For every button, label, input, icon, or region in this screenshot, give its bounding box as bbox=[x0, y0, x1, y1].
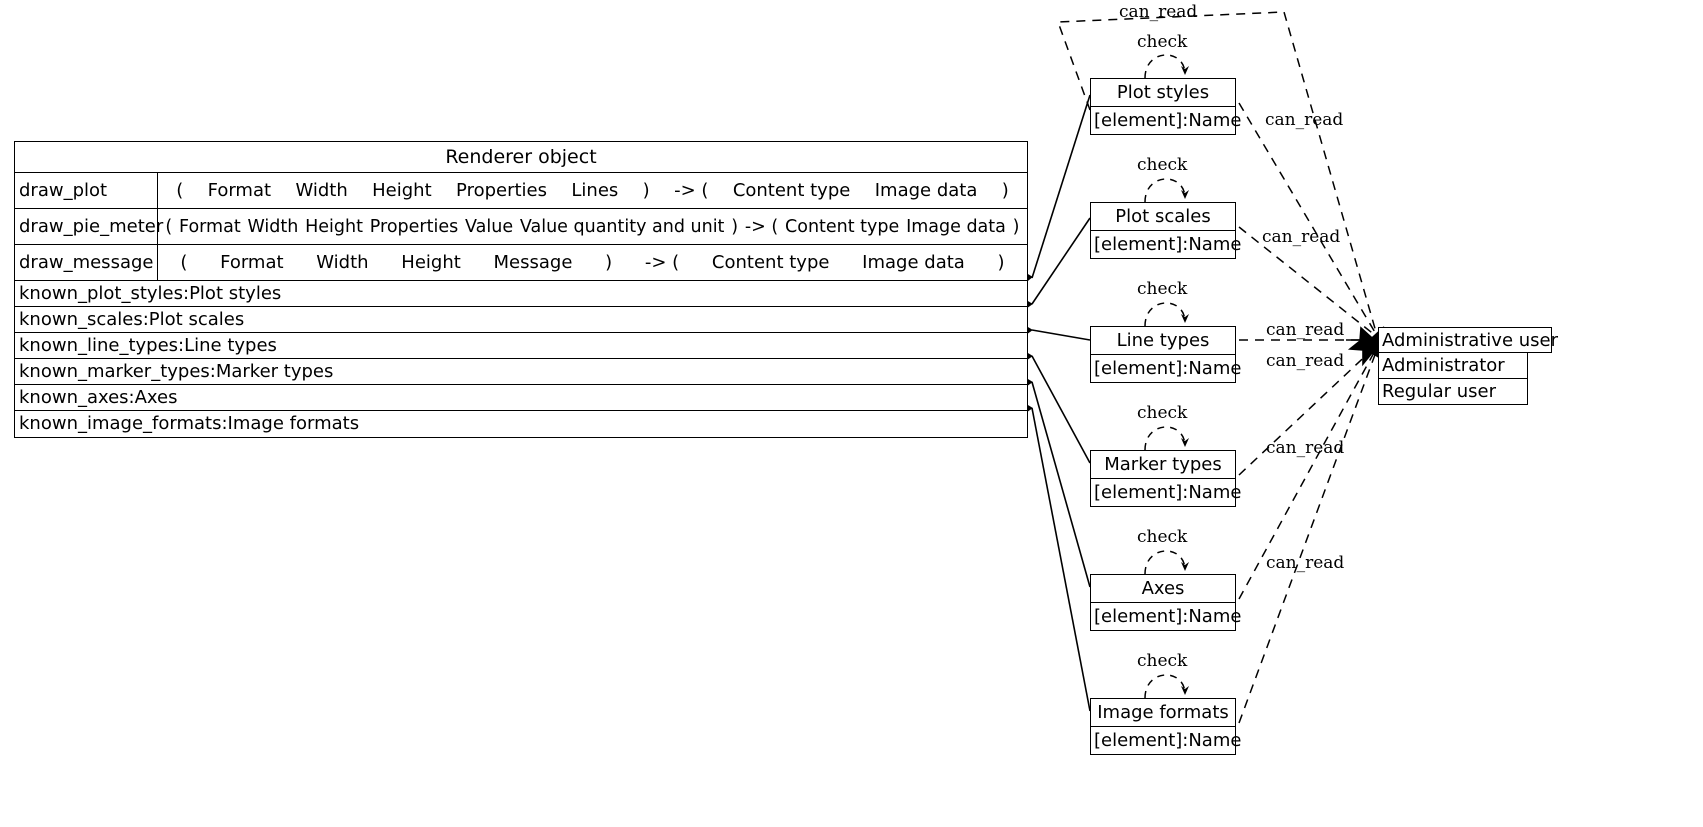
edge-label-can-read: can_read bbox=[1266, 553, 1345, 573]
attribute-row: known_scales:Plot scales bbox=[15, 307, 1027, 333]
edge-label-can-read: can_read bbox=[1262, 227, 1341, 247]
param: ( bbox=[176, 180, 184, 201]
edge-label-can-read: can_read bbox=[1266, 320, 1345, 340]
return-value: ) bbox=[1001, 180, 1009, 201]
edge-label-can-read: can_read bbox=[1265, 110, 1344, 130]
element-box-plot-scales: Plot scales [element]:Name bbox=[1090, 202, 1242, 259]
method-name: draw_pie_meter bbox=[15, 209, 163, 244]
param: Width bbox=[316, 252, 369, 273]
element-title: Line types bbox=[1091, 327, 1235, 355]
return-arrow: -> ( bbox=[644, 252, 680, 273]
element-attribute: [element]:Name bbox=[1094, 730, 1242, 751]
element-title: Image formats bbox=[1091, 699, 1235, 727]
return-value: ) bbox=[997, 252, 1005, 273]
element-box-line-types: Line types [element]:Name bbox=[1090, 326, 1242, 383]
return-value: Content type bbox=[732, 180, 851, 201]
method-signature: ( Format Width Height Properties Value V… bbox=[158, 209, 1027, 244]
edge-label-can-read: can_read bbox=[1266, 438, 1345, 458]
attribute-row: known_axes:Axes bbox=[15, 385, 1027, 411]
return-value: Image data bbox=[906, 216, 1006, 237]
return-arrow: -> ( bbox=[674, 180, 709, 201]
param: Value bbox=[465, 216, 514, 237]
param: Width bbox=[247, 216, 299, 237]
element-attribute: [element]:Name bbox=[1094, 358, 1242, 379]
element-box-image-formats: Image formats [element]:Name bbox=[1090, 698, 1242, 755]
param: Message bbox=[493, 252, 573, 273]
param: Width bbox=[295, 180, 348, 201]
param: Height bbox=[305, 216, 363, 237]
renderer-class-box: Renderer object draw_plot ( Format Width… bbox=[14, 141, 1028, 438]
edge-label-check: check bbox=[1137, 403, 1188, 423]
element-box-plot-styles: Plot styles [element]:Name bbox=[1090, 78, 1242, 135]
attribute-row: known_image_formats:Image formats bbox=[19, 413, 360, 434]
method-name: draw_plot bbox=[15, 173, 158, 208]
param: Lines bbox=[571, 180, 619, 201]
element-box-marker-types: Marker types [element]:Name bbox=[1090, 450, 1242, 507]
edge-label-can-read: can_read bbox=[1266, 351, 1345, 371]
param: Format bbox=[179, 216, 241, 237]
edge-label-check: check bbox=[1137, 527, 1188, 547]
method-signature: ( Format Width Height Message ) -> ( Con… bbox=[158, 245, 1027, 280]
param: Height bbox=[372, 180, 432, 201]
param: ( bbox=[180, 252, 188, 273]
param: ) bbox=[605, 252, 613, 273]
user-title: Administrative user bbox=[1378, 327, 1558, 353]
element-title: Plot scales bbox=[1091, 203, 1235, 231]
element-title: Marker types bbox=[1091, 451, 1235, 479]
param: Value quantity and unit bbox=[519, 216, 725, 237]
administrative-user-box: Administrative user Administrator Regula… bbox=[1378, 327, 1558, 405]
edge-label-check: check bbox=[1137, 651, 1188, 671]
user-role-administrator: Administrator bbox=[1378, 353, 1528, 379]
renderer-title: Renderer object bbox=[15, 142, 1027, 173]
element-attribute: [element]:Name bbox=[1094, 482, 1242, 503]
return-value: Content type bbox=[785, 216, 900, 237]
method-name: draw_message bbox=[15, 245, 158, 280]
edge-label-check: check bbox=[1137, 279, 1188, 299]
param: ) bbox=[731, 216, 739, 237]
param: ( bbox=[165, 216, 173, 237]
attribute-row: known_marker_types:Marker types bbox=[15, 359, 1027, 385]
param: Height bbox=[401, 252, 461, 273]
edge-label-can-read: can_read bbox=[1119, 2, 1198, 22]
element-box-axes: Axes [element]:Name bbox=[1090, 574, 1242, 631]
attribute-row: known_plot_styles:Plot styles bbox=[15, 281, 1027, 307]
element-title: Axes bbox=[1091, 575, 1235, 603]
edge-label-check: check bbox=[1137, 32, 1188, 52]
method-row-draw-plot: draw_plot ( Format Width Height Properti… bbox=[15, 173, 1027, 209]
element-attribute: [element]:Name bbox=[1094, 110, 1242, 131]
edge-label-check: check bbox=[1137, 155, 1188, 175]
element-attribute: [element]:Name bbox=[1094, 234, 1242, 255]
element-title: Plot styles bbox=[1091, 79, 1235, 107]
method-row-draw-pie-meter: draw_pie_meter ( Format Width Height Pro… bbox=[15, 209, 1027, 245]
return-value: Image data bbox=[874, 180, 978, 201]
return-value: Content type bbox=[711, 252, 830, 273]
param: Properties bbox=[369, 216, 459, 237]
param: Properties bbox=[456, 180, 547, 201]
return-arrow: -> ( bbox=[744, 216, 779, 237]
param: Format bbox=[220, 252, 284, 273]
return-value: Image data bbox=[862, 252, 965, 273]
method-signature: ( Format Width Height Properties Lines )… bbox=[158, 173, 1027, 208]
return-value: ) bbox=[1012, 216, 1020, 237]
param: Format bbox=[207, 180, 272, 201]
element-attribute: [element]:Name bbox=[1094, 606, 1242, 627]
param: ) bbox=[642, 180, 650, 201]
method-row-draw-message: draw_message ( Format Width Height Messa… bbox=[15, 245, 1027, 281]
user-role-regular-user: Regular user bbox=[1378, 379, 1528, 405]
attribute-row: known_line_types:Line types bbox=[15, 333, 1027, 359]
